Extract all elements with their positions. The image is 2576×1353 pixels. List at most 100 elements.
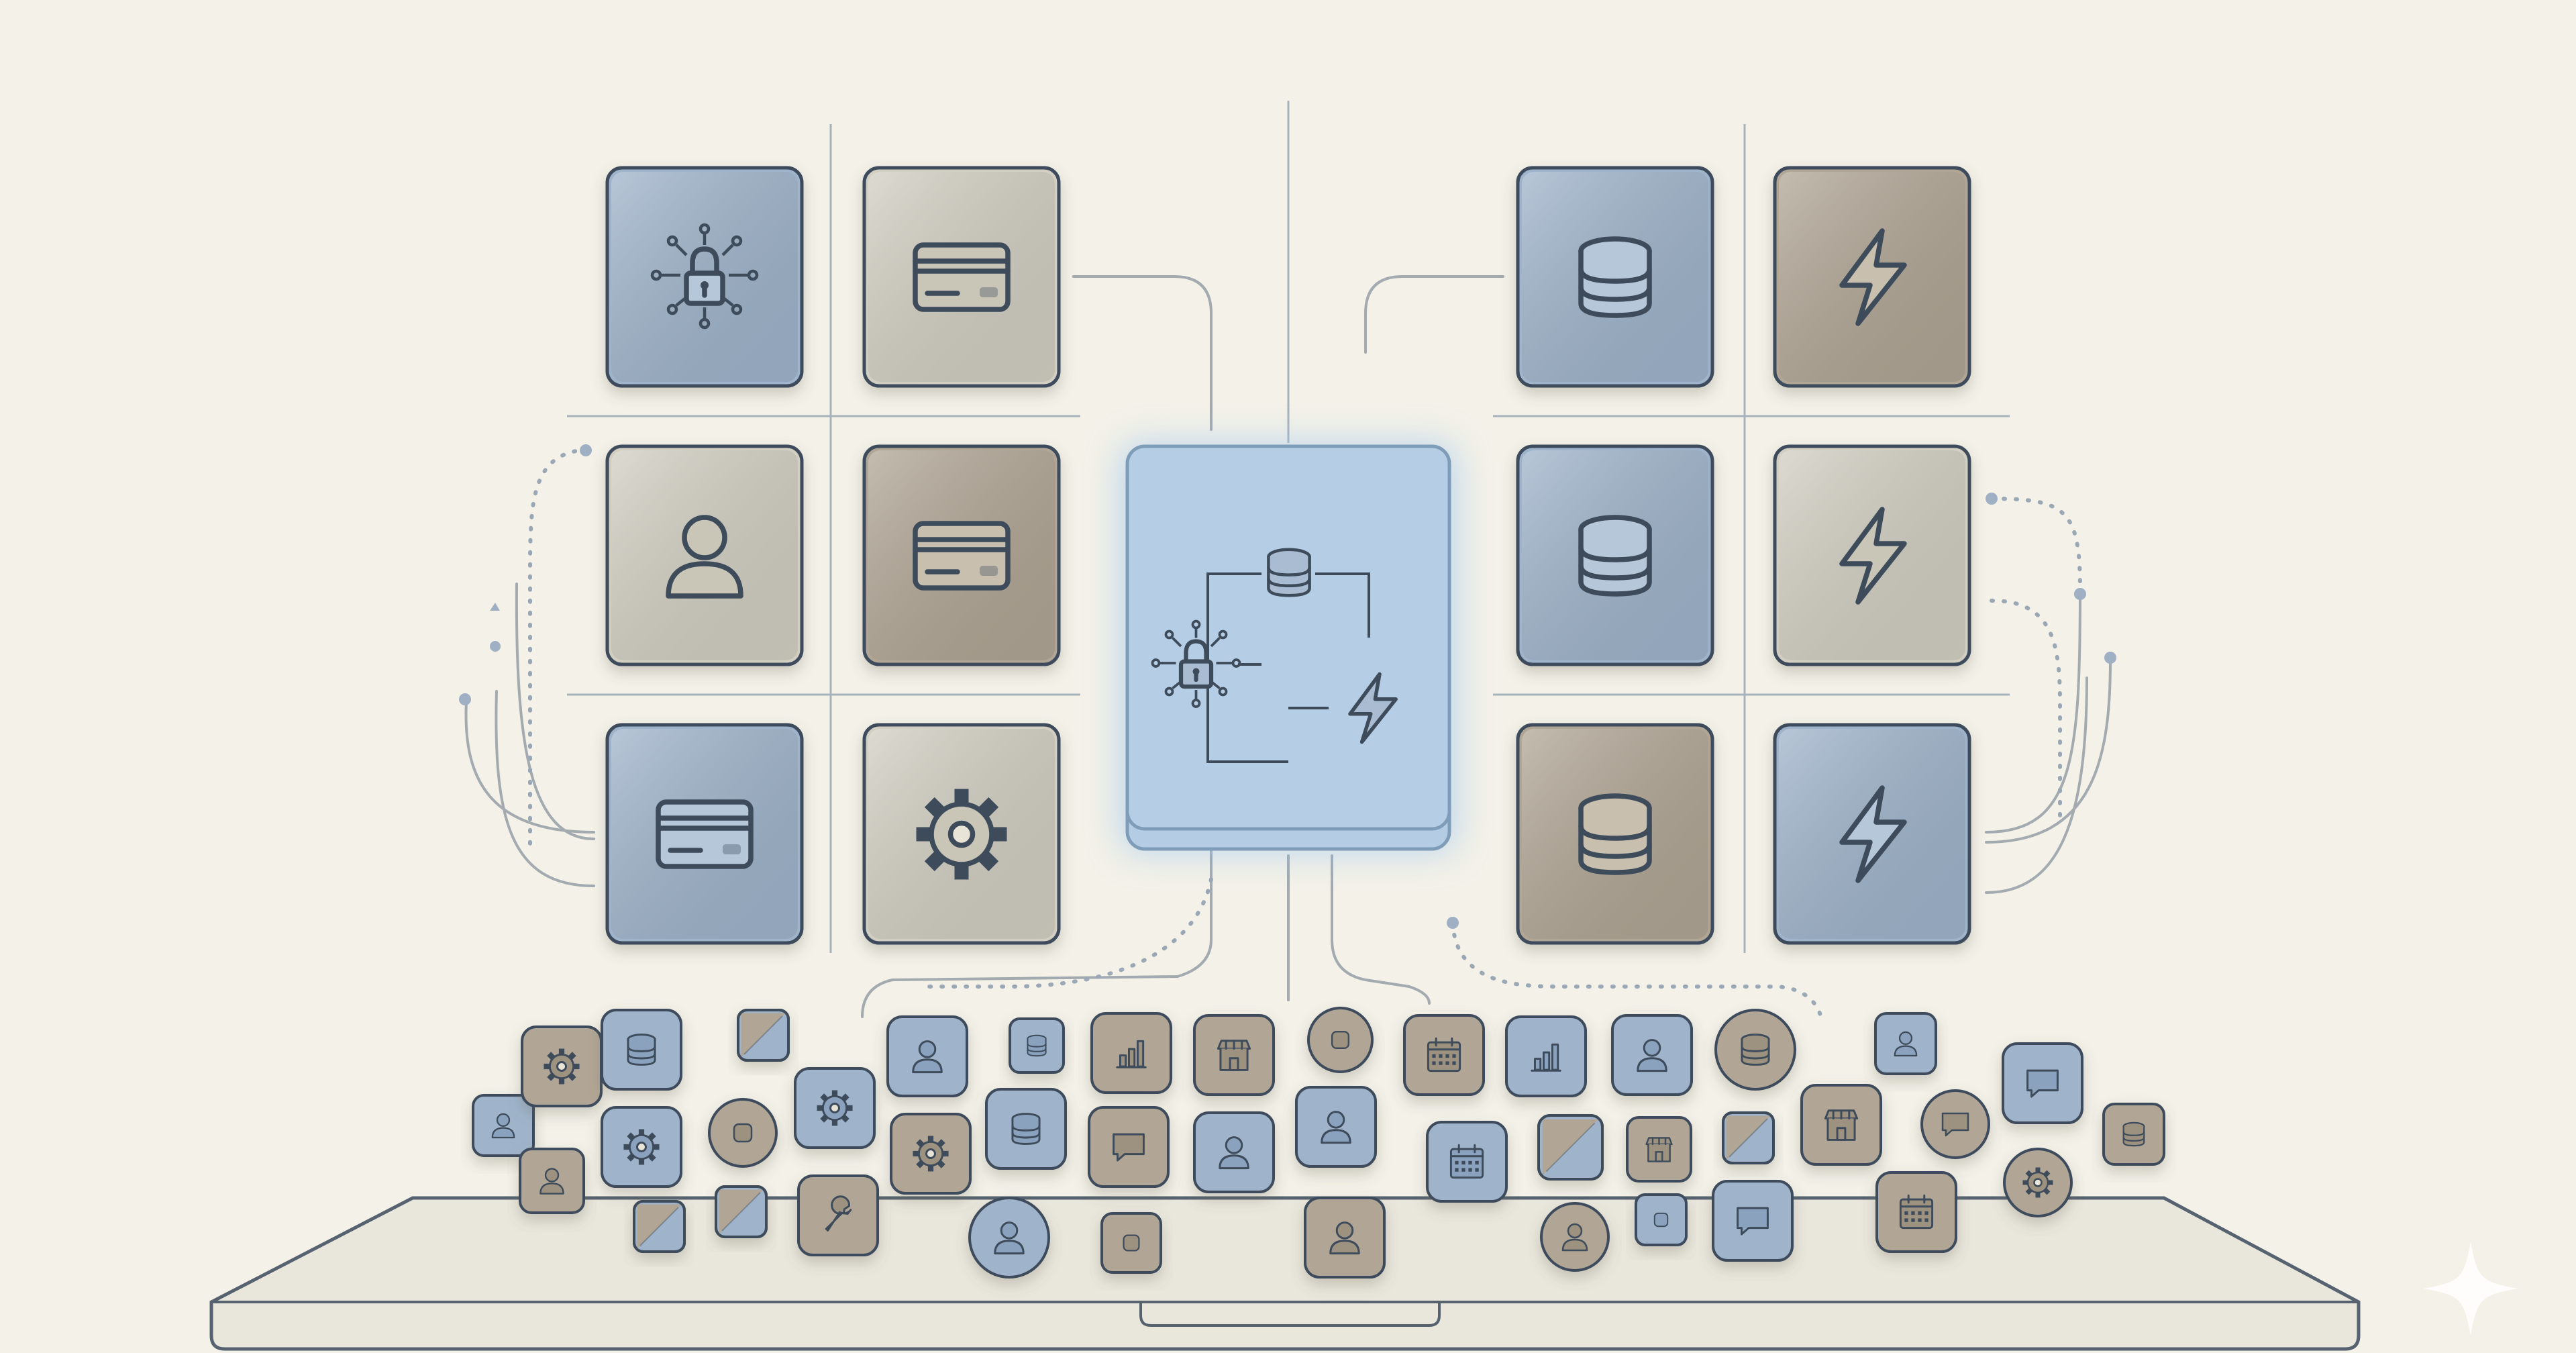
app-icon[interactable]	[2003, 1148, 2073, 1217]
app-icon[interactable]	[794, 1067, 876, 1149]
app-icon[interactable]	[601, 1009, 682, 1091]
app-icon[interactable]	[1193, 1111, 1275, 1193]
central-hub	[1121, 443, 1456, 852]
app-icon[interactable]	[715, 1185, 768, 1238]
database-tile[interactable]	[1516, 723, 1714, 945]
app-icon[interactable]	[1295, 1086, 1377, 1168]
database-icon	[1578, 515, 1652, 597]
user-icon	[994, 1221, 1025, 1255]
user-icon	[1219, 1136, 1249, 1170]
payment-tile[interactable]	[862, 444, 1061, 666]
lightning-icon	[1839, 228, 1907, 326]
app-icon[interactable]	[1088, 1106, 1170, 1188]
app-icon[interactable]	[1800, 1084, 1882, 1166]
app-icon[interactable]	[519, 1148, 585, 1214]
power-tile[interactable]	[1773, 166, 1971, 388]
user-icon	[666, 515, 743, 599]
security-tile[interactable]	[605, 166, 804, 388]
app-icon[interactable]	[1714, 1009, 1796, 1091]
stop-icon	[1331, 1030, 1350, 1050]
app-icon[interactable]	[708, 1098, 778, 1168]
database-icon	[1267, 548, 1311, 597]
database-icon	[2122, 1121, 2145, 1147]
power-tile[interactable]	[1773, 723, 1971, 945]
diagonal-icon	[639, 1207, 679, 1246]
connector-wires	[459, 275, 2116, 1022]
app-icon[interactable]	[1403, 1014, 1485, 1096]
lightning-icon	[1839, 507, 1907, 605]
lightning-icon	[1348, 672, 1398, 744]
app-icon[interactable]	[633, 1200, 686, 1253]
app-icon[interactable]	[472, 1094, 535, 1157]
app-icon[interactable]	[1712, 1180, 1794, 1262]
stop-icon	[733, 1123, 753, 1143]
app-icon[interactable]	[737, 1009, 790, 1062]
gear-icon	[623, 1129, 660, 1165]
app-icon[interactable]	[1875, 1171, 1957, 1253]
database-icon	[627, 1034, 656, 1066]
app-icon[interactable]	[1426, 1121, 1508, 1203]
app-icon[interactable]	[521, 1025, 603, 1107]
app-icon[interactable]	[797, 1174, 879, 1256]
app-icon[interactable]	[1540, 1202, 1610, 1272]
payment-tile[interactable]	[862, 166, 1061, 388]
user-icon	[912, 1040, 943, 1074]
user-icon	[1637, 1039, 1667, 1072]
database-tile[interactable]	[1516, 166, 1714, 388]
user-icon	[491, 1113, 515, 1139]
app-icon[interactable]	[1626, 1116, 1692, 1183]
app-icon[interactable]	[1505, 1015, 1587, 1097]
app-icon[interactable]	[890, 1113, 972, 1195]
app-icon[interactable]	[1611, 1014, 1693, 1096]
user-icon	[1329, 1221, 1360, 1255]
diagonal-icon	[1545, 1122, 1596, 1172]
app-icon[interactable]	[1635, 1193, 1688, 1246]
user-icon	[1321, 1111, 1351, 1144]
app-icon[interactable]	[1304, 1197, 1386, 1279]
app-icon[interactable]	[1307, 1007, 1374, 1073]
app-icon[interactable]	[1722, 1111, 1775, 1164]
database-icon	[1741, 1034, 1770, 1066]
credit-card-icon	[913, 242, 1011, 312]
database-icon	[1578, 793, 1652, 875]
bar-chart-icon	[1531, 1043, 1561, 1072]
padlock-network-icon	[650, 223, 759, 330]
user-tile[interactable]	[605, 444, 804, 666]
database-tile[interactable]	[1516, 444, 1714, 666]
sparkle-icon	[2424, 1242, 2518, 1336]
app-icon[interactable]	[985, 1088, 1067, 1170]
calendar-icon	[1899, 1194, 1934, 1230]
app-icon[interactable]	[1100, 1212, 1162, 1274]
user-icon	[1894, 1031, 1918, 1057]
storefront-icon	[1824, 1109, 1859, 1141]
diagonal-icon	[721, 1192, 761, 1232]
app-icon[interactable]	[601, 1106, 682, 1188]
credit-card-icon	[656, 799, 754, 869]
app-icon[interactable]	[2102, 1103, 2165, 1166]
diagonal-icon	[1729, 1118, 1768, 1158]
chat-icon	[1113, 1133, 1145, 1162]
app-icon[interactable]	[1920, 1089, 1990, 1159]
app-icon[interactable]	[1193, 1014, 1275, 1096]
stop-icon	[1123, 1234, 1140, 1252]
app-icon[interactable]	[1009, 1017, 1065, 1074]
database-icon	[1578, 236, 1652, 318]
settings-tile[interactable]	[862, 723, 1061, 945]
app-icon[interactable]	[1090, 1012, 1172, 1094]
padlock-network-icon	[1151, 619, 1241, 708]
app-icon[interactable]	[2002, 1042, 2083, 1124]
app-icon[interactable]	[968, 1197, 1050, 1279]
gear-icon	[817, 1090, 853, 1126]
app-icon[interactable]	[1874, 1012, 1937, 1075]
chat-icon	[1737, 1207, 1769, 1236]
database-icon	[1027, 1034, 1047, 1057]
payment-tile[interactable]	[605, 723, 804, 945]
storefront-icon	[1645, 1137, 1673, 1162]
storefront-icon	[1217, 1040, 1251, 1071]
gear-icon	[2022, 1167, 2053, 1198]
app-icon[interactable]	[886, 1015, 968, 1097]
power-tile[interactable]	[1773, 444, 1971, 666]
wrench-icon	[825, 1195, 852, 1232]
app-icon[interactable]	[1537, 1114, 1604, 1181]
